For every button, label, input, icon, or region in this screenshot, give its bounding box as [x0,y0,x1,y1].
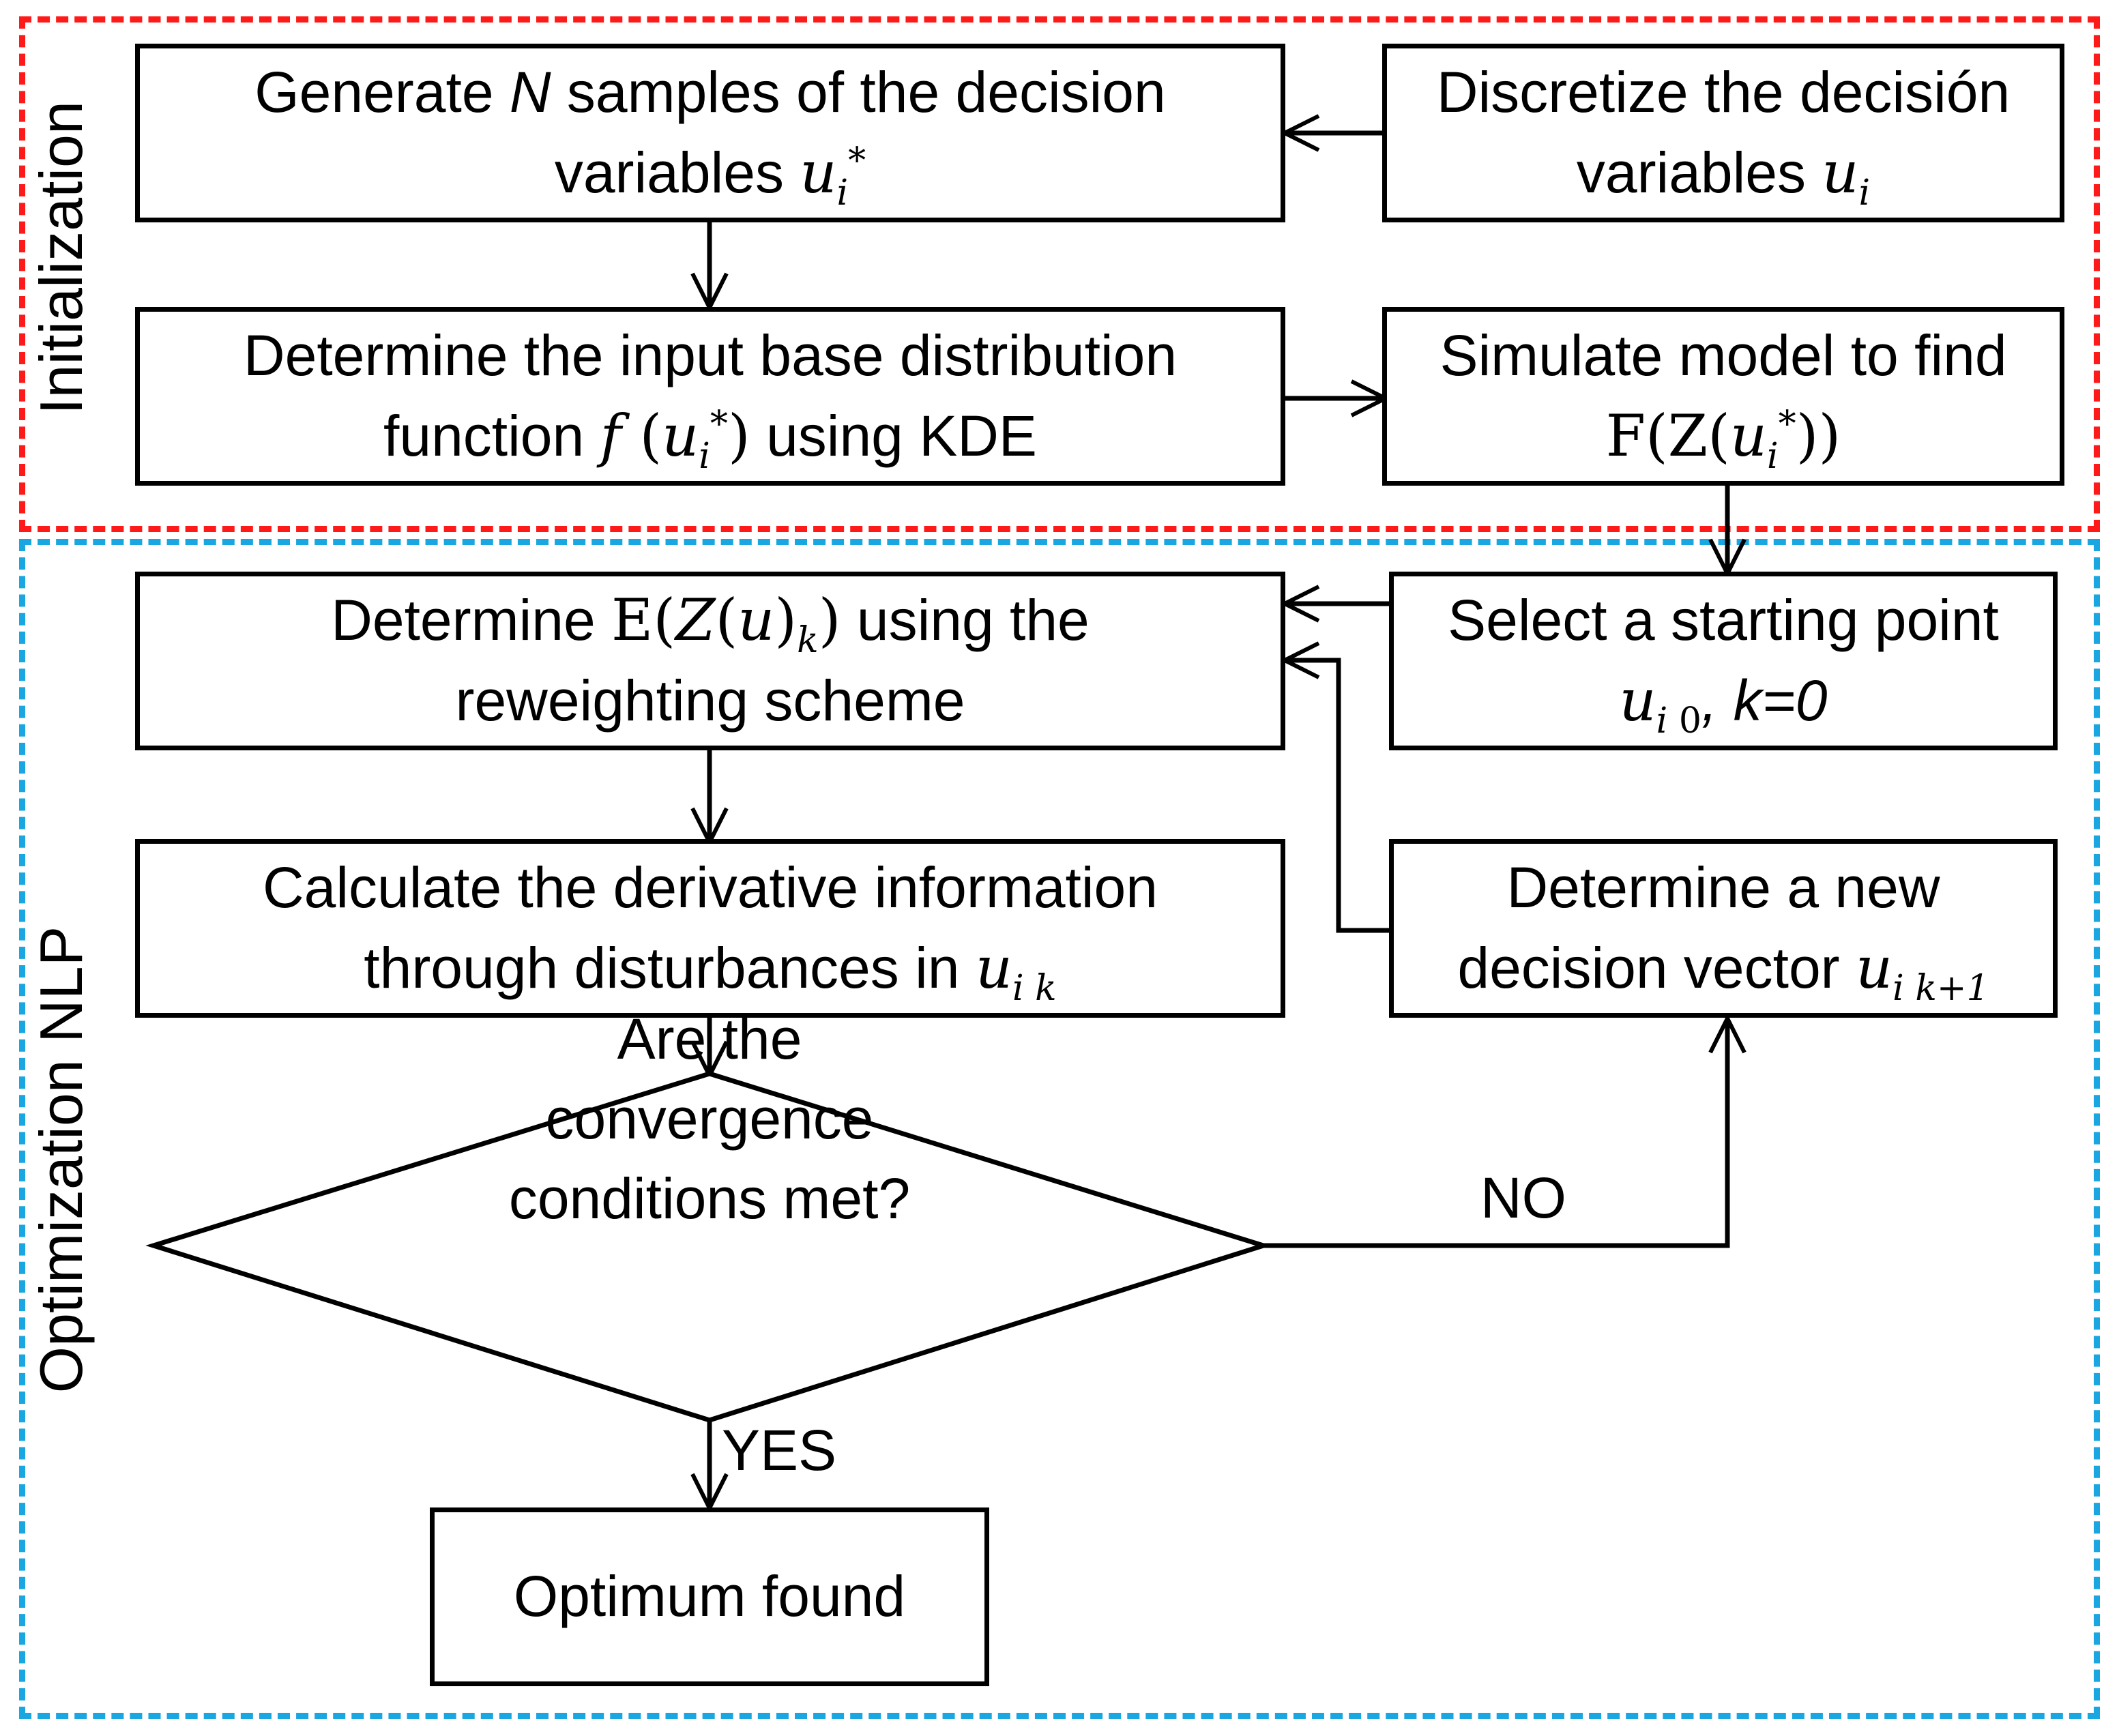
discretize-box: Discretize the decisión variables ui [1382,44,2064,222]
arrow-new-vector-to-determine-e [1280,641,1389,933]
determine-input-distribution-box: Determine the input base distribution fu… [135,307,1285,486]
determine-expectation-box: Determine E(Z(u)k) using the reweighting… [135,572,1285,750]
optimum-found-box: Optimum found [430,1507,989,1686]
optimization-region [19,539,2100,1719]
initialization-region [19,16,2100,532]
decision-diamond [145,1071,1272,1423]
new-decision-vector-box: Determine a new decision vector ui k+1 [1389,839,2058,1018]
simulate-model-box: Simulate model to find F(Z(ui*)) [1382,307,2064,486]
decision-line-2: convergence [545,1086,874,1151]
no-label: NO [1480,1166,1566,1230]
arrow-decision-no-to-new-vector [1263,1014,1747,1248]
convergence-question: Are the convergence conditions met? [440,999,979,1238]
decision-line-3: conditions met? [508,1166,911,1231]
select-starting-point-box: Select a starting point ui 0, k=0 [1389,572,2058,750]
yes-label: YES [722,1418,837,1482]
calculate-derivative-box: Calculate the derivative information thr… [135,839,1285,1018]
optimum-found-text: Optimum found [513,1564,906,1629]
decision-line-1: Are the [617,1006,802,1071]
generate-samples-box: Generate N samples of the decision varia… [135,44,1285,222]
